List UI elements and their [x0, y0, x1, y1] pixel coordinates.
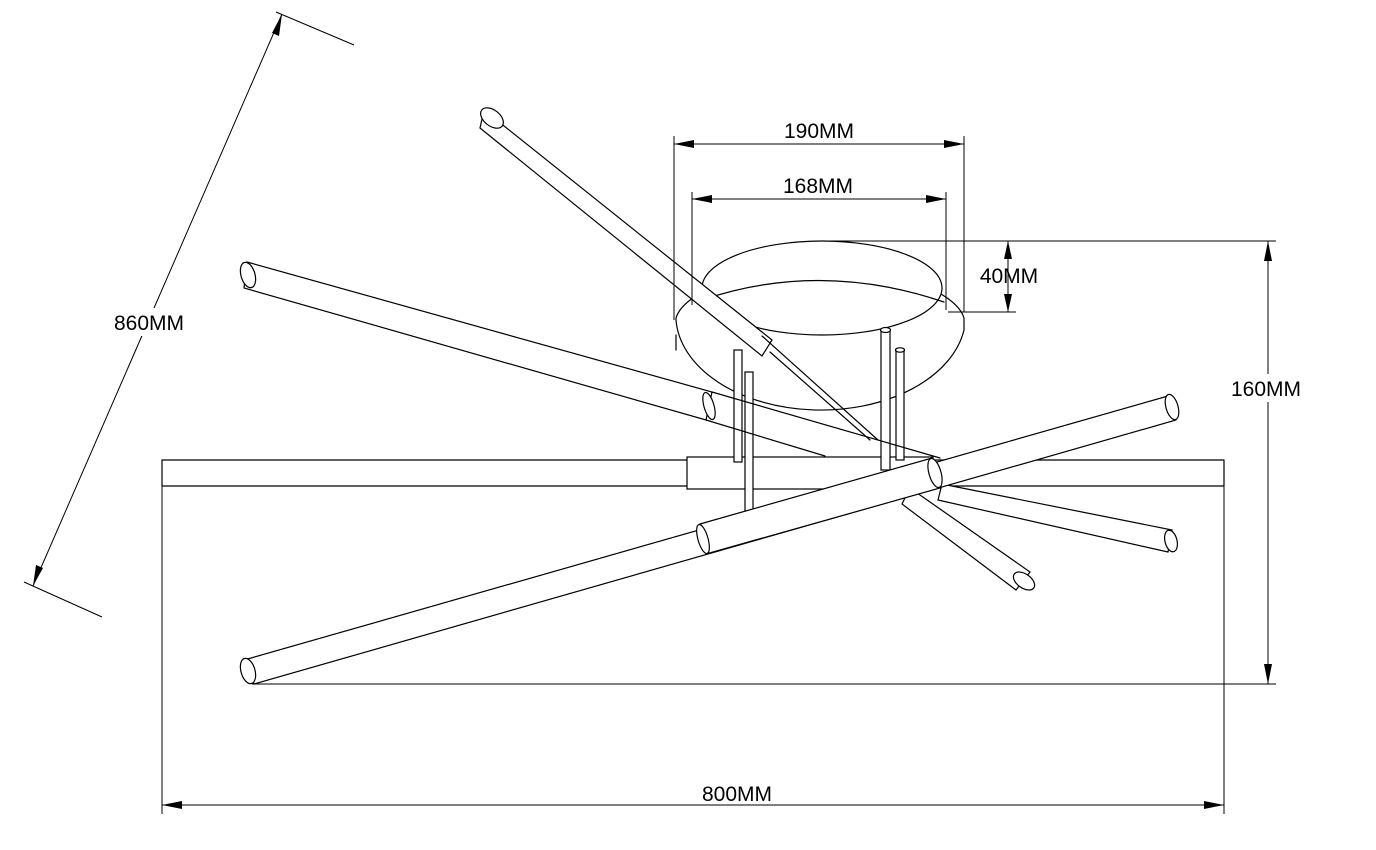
dimension-860-label: 860MM — [114, 312, 184, 335]
dimension-160-label: 160MM — [1231, 378, 1301, 401]
dimension-190-label: 190MM — [784, 120, 854, 143]
ceiling-canopy — [675, 240, 965, 411]
arm-left — [239, 261, 941, 459]
dimension-40: 40MM — [820, 240, 1276, 313]
support-rods — [733, 326, 906, 513]
dimension-168: 168MM — [691, 175, 947, 310]
horizontal-bar — [161, 456, 1225, 490]
dimension-860: 860MM — [23, 11, 355, 618]
arm-upper — [479, 107, 879, 441]
dimension-800-label: 800MM — [702, 783, 772, 806]
dimension-168-label: 168MM — [783, 175, 853, 198]
dimension-40-label: 40MM — [980, 265, 1038, 288]
arm-long-diagonal — [239, 393, 1180, 685]
arm-right-short — [937, 483, 1179, 553]
arm-lower-right — [901, 487, 1036, 591]
dimension-160: 160MM — [252, 241, 1302, 685]
dimension-190: 190MM — [673, 120, 965, 320]
dimension-800: 800MM — [161, 486, 1225, 814]
